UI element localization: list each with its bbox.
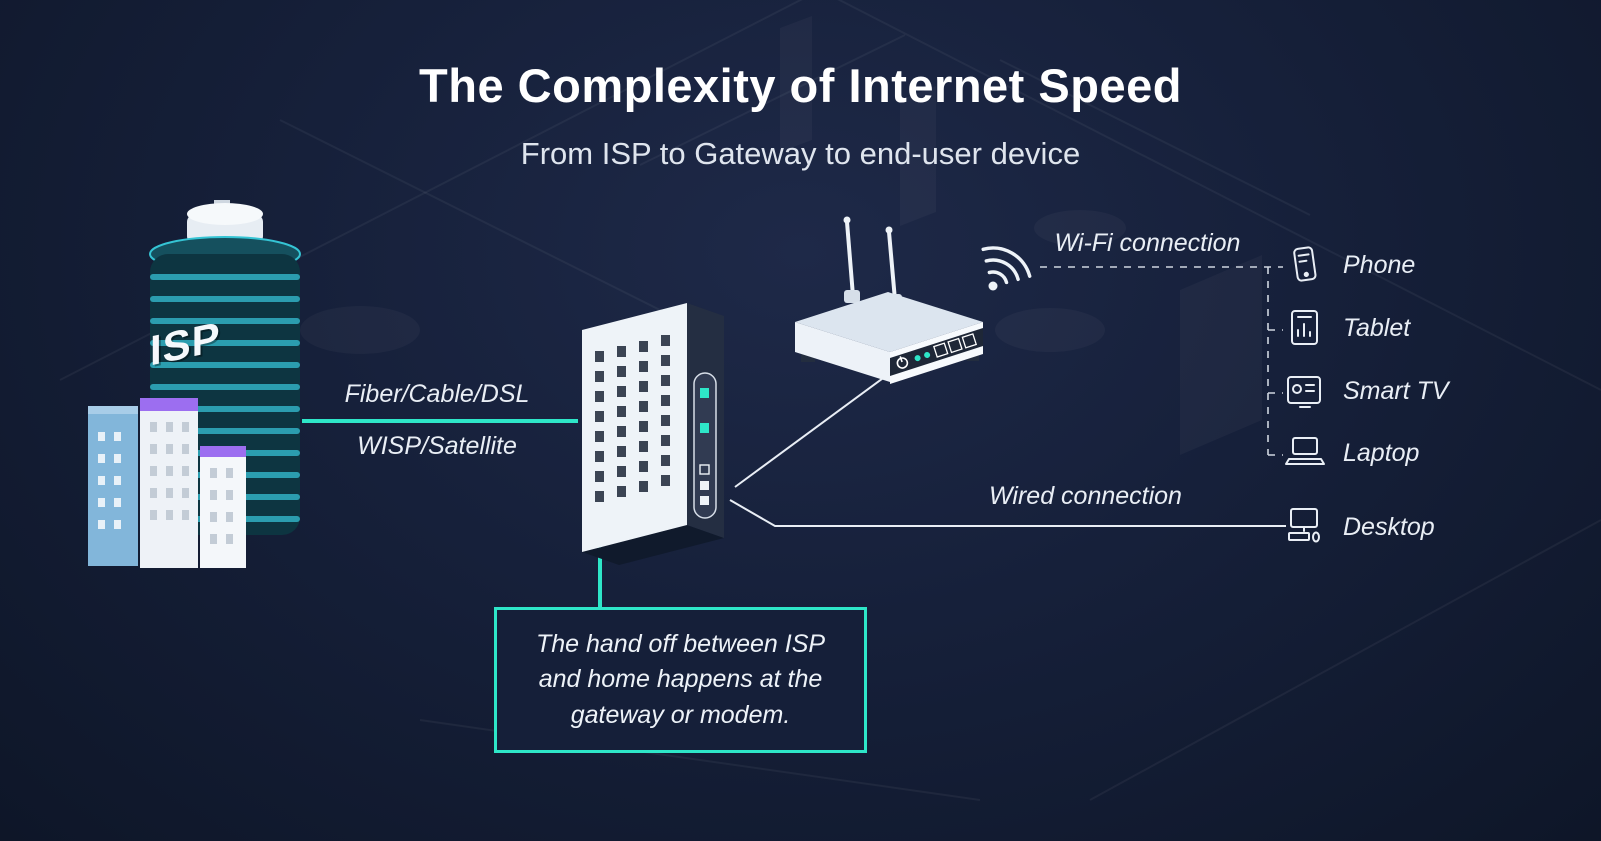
modem-port	[700, 481, 709, 490]
device-row-tablet: Tablet	[1283, 306, 1410, 350]
device-label: Desktop	[1343, 512, 1435, 541]
page-title: The Complexity of Internet Speed	[419, 59, 1182, 112]
isp-building-illustration	[88, 200, 301, 568]
device-label: Laptop	[1343, 438, 1420, 467]
router-port	[947, 337, 963, 354]
device-row-desktop: Desktop	[1283, 505, 1435, 549]
modem-led	[700, 388, 709, 398]
callout-text: The hand off between ISP and home happen…	[535, 629, 826, 729]
phone-icon	[1293, 246, 1317, 282]
router-port	[933, 342, 949, 358]
page-subtitle: From ISP to Gateway to end-user device	[520, 136, 1081, 171]
router-led	[914, 355, 921, 362]
wifi-connection-label: Wi-Fi connection	[1054, 229, 1241, 257]
modem-gateway-illustration	[582, 303, 724, 565]
modem-led	[700, 423, 709, 433]
city-buildings	[88, 398, 246, 568]
router-antennas	[845, 220, 897, 302]
tablet-icon	[1291, 310, 1318, 345]
router-illustration	[795, 216, 983, 384]
device-row-phone: Phone	[1283, 243, 1415, 287]
callout-box: The hand off between ISP and home happen…	[494, 607, 867, 753]
device-label: Phone	[1343, 250, 1416, 279]
device-row-laptop: Laptop	[1283, 431, 1419, 475]
wifi-signal-icon	[981, 246, 1032, 291]
modem-port	[700, 496, 709, 505]
smart-tv-icon	[1287, 376, 1321, 408]
fiber-label-bottom: WISP/Satellite	[357, 432, 517, 460]
modem-port	[699, 464, 710, 475]
device-label: Smart TV	[1343, 376, 1449, 405]
router-port	[961, 333, 978, 349]
desktop-icon	[1288, 508, 1320, 543]
router-led	[924, 352, 931, 359]
laptop-icon	[1285, 437, 1325, 465]
modem-status-panel	[693, 372, 717, 519]
fiber-label-top: Fiber/Cable/DSL	[344, 380, 530, 408]
device-row-smart-tv: Smart TV	[1283, 369, 1449, 413]
wired-connection-label: Wired connection	[989, 482, 1182, 510]
device-label: Tablet	[1343, 313, 1411, 342]
